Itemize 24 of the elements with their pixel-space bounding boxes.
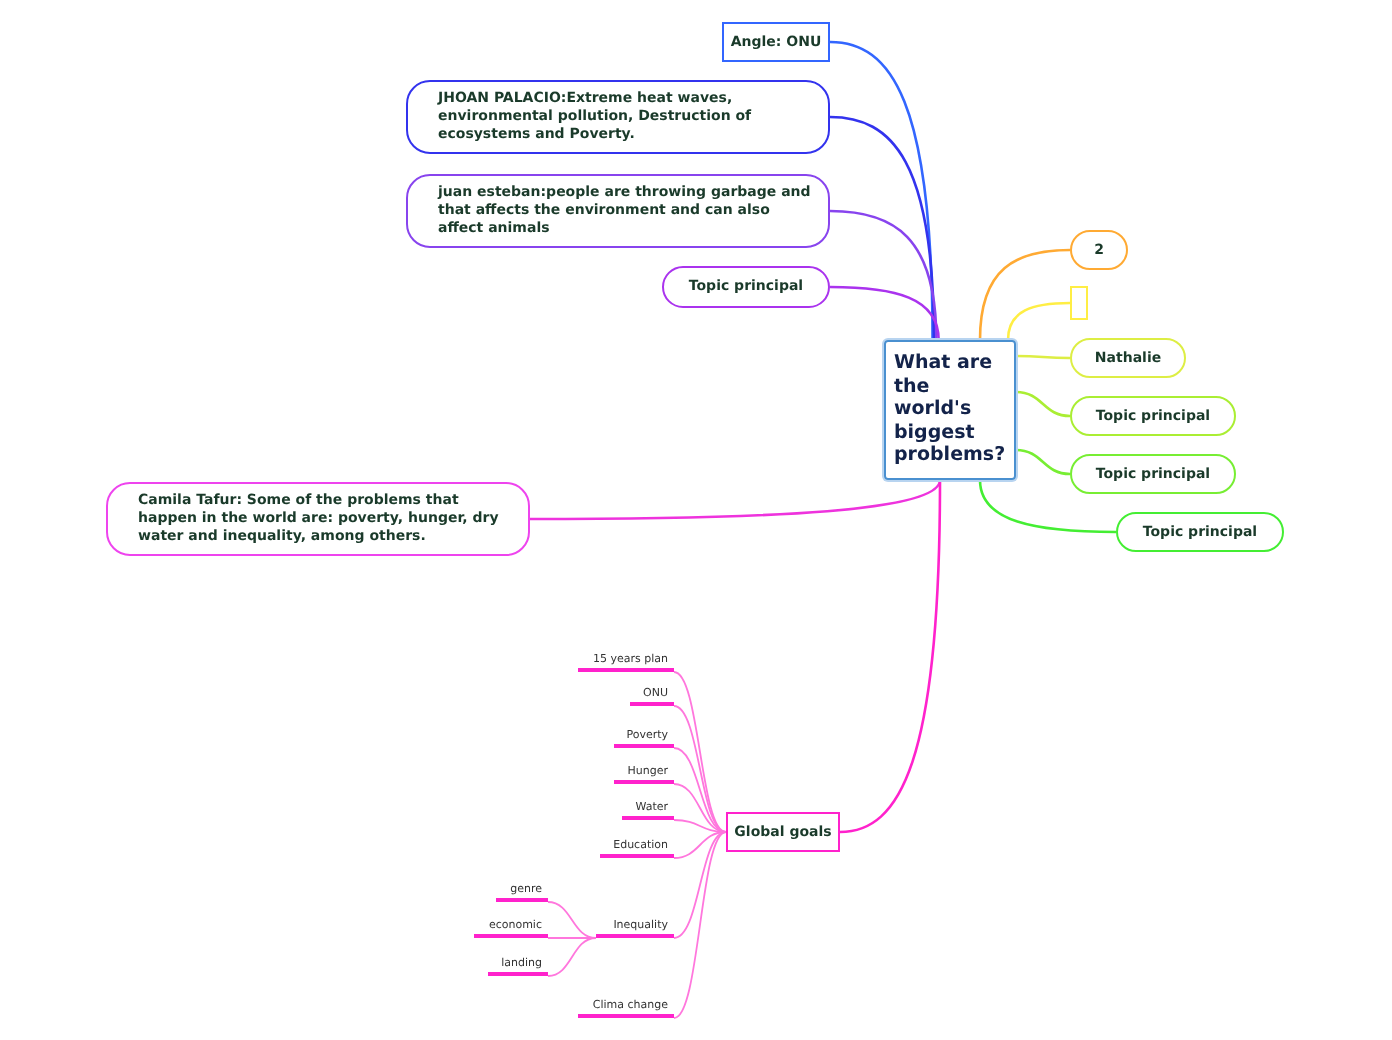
connector-line: [673, 705, 727, 833]
connector-line: [673, 671, 727, 833]
connector-line: [673, 831, 727, 939]
empty-topic-box: [1070, 286, 1088, 320]
connector-line: [547, 937, 597, 939]
connector-line: [1006, 301, 1071, 341]
connector-line: [839, 480, 942, 834]
connector-line: [829, 40, 934, 340]
connector-line: [830, 285, 940, 341]
connector-line: [829, 209, 938, 341]
connector-line: [1015, 448, 1071, 476]
connector-line: [978, 479, 1116, 534]
connector-line: [673, 747, 727, 833]
connector-line: [1016, 354, 1070, 360]
connector-line: [1015, 390, 1071, 418]
connector-line: [530, 479, 942, 521]
connector-line: [547, 901, 597, 939]
connector-line: [673, 831, 727, 1019]
connector-line: [547, 937, 597, 977]
central-topic-box: What are the world's biggest problems?: [884, 340, 1016, 480]
connector-line: [673, 783, 727, 833]
connector-line: [829, 115, 936, 341]
connector-line: [978, 248, 1071, 341]
connector-line: [673, 831, 727, 859]
